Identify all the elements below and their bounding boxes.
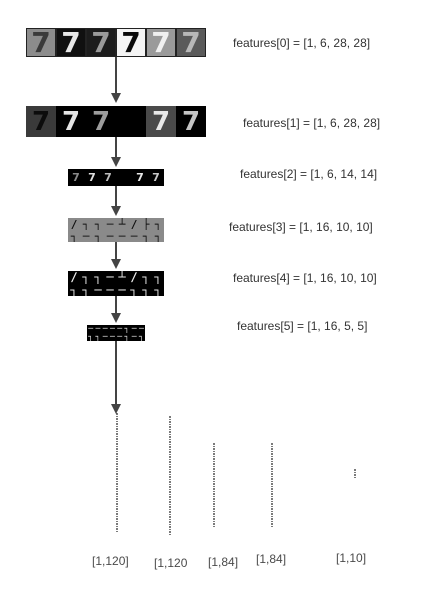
feature-map-5-channel-5: ┐ <box>123 325 131 333</box>
feature-map-5-grid: ─────┐──┐┐───┐─┐ <box>87 325 145 341</box>
feature-map-0-channel-1: 7 <box>56 28 86 57</box>
feature-map-4-channel-5: ∕ <box>128 271 140 284</box>
feature-map-2-channel-0: 7 <box>68 169 84 186</box>
feature-map-2-channel-5: 7 <box>148 169 164 186</box>
feature-map-5-channel-10: ─ <box>101 333 109 341</box>
feature-map-3-channel-11: ─ <box>104 230 116 242</box>
feature-map-3-grid: ∕┐┐─┴∕├┐┐─┐───┐┐ <box>68 218 164 242</box>
feature-map-3-channel-8: ┐ <box>68 230 80 242</box>
feature-map-1-channel-4: 7 <box>146 106 176 137</box>
feature-map-2-label: features[2] = [1, 6, 14, 14] <box>240 167 378 181</box>
feature-map-2-channel-4: 7 <box>132 169 148 186</box>
feature-map-3-channel-10: ┐ <box>92 230 104 242</box>
feature-map-0-channel-2: 7 <box>86 28 116 57</box>
vector-label-4: [1,10] <box>336 551 367 565</box>
feature-map-5-channel-8: ┐ <box>87 333 95 341</box>
feature-map-4-channel-7: ┐ <box>152 271 164 284</box>
feature-map-3-channel-15: ┐ <box>152 230 164 242</box>
feature-map-4-channel-2: ┐ <box>92 271 104 284</box>
feature-map-2-channel-3: 7 <box>116 169 132 186</box>
feature-map-4-channel-15: ┐ <box>152 283 164 296</box>
feature-map-0-channel-4: 7 <box>146 28 176 57</box>
feature-map-5-channel-0: ─ <box>87 325 95 333</box>
feature-map-3-channel-14: ┐ <box>140 230 152 242</box>
feature-map-2-channel-2: 7 <box>100 169 116 186</box>
feature-map-3-channel-1: ┐ <box>80 218 92 230</box>
feature-map-5-channel-2: ─ <box>101 325 109 333</box>
feature-map-3-channel-3: ─ <box>104 218 116 230</box>
feature-map-4-channel-8: ┐ <box>68 283 80 296</box>
feature-map-0-channel-0: 7 <box>26 28 56 57</box>
feature-map-0-channel-3: 7 <box>116 28 146 57</box>
feature-map-4-channel-0: ∕ <box>68 271 80 284</box>
feature-map-3-channel-0: ∕ <box>68 218 80 230</box>
feature-map-1-channel-1: 7 <box>56 106 86 137</box>
vector-label-3: [1,84] <box>256 552 287 566</box>
feature-map-2-channel-1: 7 <box>84 169 100 186</box>
feature-map-5-channel-7: ─ <box>137 325 145 333</box>
feature-map-4-channel-6: ┐ <box>140 271 152 284</box>
feature-map-4-channel-11: ─ <box>104 283 116 296</box>
feature-map-5-channel-9: ┐ <box>94 333 102 341</box>
feature-map-4-channel-10: ─ <box>92 283 104 296</box>
feature-map-5-channel-3: ─ <box>108 325 116 333</box>
feature-map-4-channel-4: ┴ <box>116 271 128 284</box>
feature-map-0-label: features[0] = [1, 6, 28, 28] <box>233 36 371 50</box>
feature-map-5-channel-15: ┐ <box>137 333 145 341</box>
feature-map-1-channel-0: 7 <box>26 106 56 137</box>
feature-map-3-channel-2: ┐ <box>92 218 104 230</box>
feature-map-4-label: features[4] = [1, 16, 10, 10] <box>233 271 377 285</box>
feature-map-3-channel-9: ─ <box>80 230 92 242</box>
feature-map-5-channel-12: ─ <box>116 333 124 341</box>
feature-map-4-channel-14: ┐ <box>140 283 152 296</box>
feature-map-1-channel-3: 7 <box>116 106 146 137</box>
feature-map-4-grid: ∕┐┐─┴∕┐┐┐┐───┐┐┐ <box>68 271 164 296</box>
feature-map-5-channel-6: ─ <box>130 325 138 333</box>
vector-label-0: [1,120] <box>92 554 129 568</box>
vector-label-1: [1,120 <box>154 556 188 570</box>
feature-map-4-channel-13: ┐ <box>128 283 140 296</box>
feature-map-1-channel-2: 7 <box>86 106 116 137</box>
vector-label-2: [1,84] <box>208 555 239 569</box>
feature-map-3-label: features[3] = [1, 16, 10, 10] <box>229 220 373 234</box>
feature-map-1-label: features[1] = [1, 6, 28, 28] <box>243 116 381 130</box>
feature-map-0-channel-5: 7 <box>176 28 206 57</box>
feature-map-1-channel-5: 7 <box>176 106 206 137</box>
feature-map-5-label: features[5] = [1, 16, 5, 5] <box>237 319 368 333</box>
feature-map-4-channel-12: ─ <box>116 283 128 296</box>
feature-map-5-channel-13: ┐ <box>123 333 131 341</box>
feature-map-4-channel-1: ┐ <box>80 271 92 284</box>
feature-map-5-channel-14: ─ <box>130 333 138 341</box>
feature-map-5-channel-11: ─ <box>108 333 116 341</box>
feature-map-3-channel-12: ─ <box>116 230 128 242</box>
feature-map-3-channel-13: ─ <box>128 230 140 242</box>
feature-map-3-channel-4: ┴ <box>116 218 128 230</box>
feature-map-4-channel-3: ─ <box>104 271 116 284</box>
feature-map-5-channel-1: ─ <box>94 325 102 333</box>
feature-map-4-channel-9: ┐ <box>80 283 92 296</box>
feature-map-3-channel-6: ├ <box>140 218 152 230</box>
vector-bars <box>116 413 356 536</box>
feature-map-3-channel-5: ∕ <box>128 218 140 230</box>
feature-map-3-channel-7: ┐ <box>152 218 164 230</box>
feature-map-5-channel-4: ─ <box>116 325 124 333</box>
